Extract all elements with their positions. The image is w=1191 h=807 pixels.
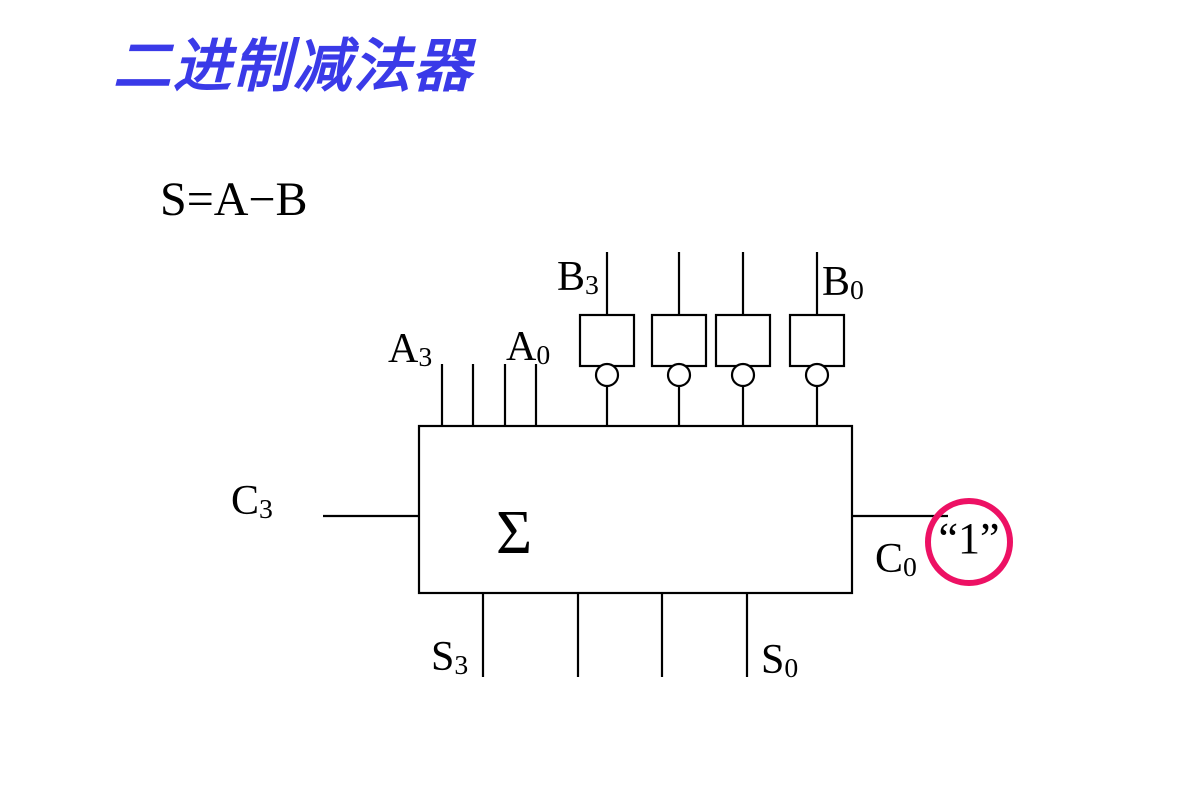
label-text: S (431, 634, 455, 680)
inverter-bubble-1 (730, 362, 756, 388)
label-text: C (231, 478, 260, 524)
label-s3: S3 (431, 636, 468, 678)
label-b0: B0 (822, 261, 864, 303)
slide-title: 二进制减法器 (113, 34, 474, 99)
inverter-box-2 (650, 313, 708, 368)
label-text: B (557, 254, 586, 300)
sigma-symbol: Σ (496, 499, 533, 567)
highlight-circle (925, 498, 1013, 586)
label-c3: C3 (231, 480, 273, 522)
label-b3: B3 (557, 256, 599, 298)
carry-in-value: “1” (938, 514, 1000, 563)
adder-box (417, 424, 854, 595)
label-subscript: 3 (418, 340, 433, 372)
label-a3: A3 (388, 328, 432, 370)
inverter-box-1 (714, 313, 772, 368)
inverter-bubble-0 (804, 362, 830, 388)
label-text: A (388, 326, 419, 372)
inverter-bubble-3 (594, 362, 620, 388)
label-text: C (875, 536, 904, 582)
label-c0: C0 (875, 538, 917, 580)
label-subscript: 0 (784, 651, 799, 683)
label-a0: A0 (506, 326, 550, 368)
label-text: B (822, 259, 851, 305)
label-subscript: 0 (903, 550, 917, 582)
inverter-bubble-2 (666, 362, 692, 388)
inverter-box-3 (578, 313, 636, 368)
label-text: S (761, 637, 785, 683)
label-subscript: 3 (585, 268, 599, 300)
label-subscript: 0 (850, 273, 864, 305)
label-s0: S0 (761, 639, 798, 681)
inverter-box-0 (788, 313, 846, 368)
label-subscript: 0 (536, 338, 551, 370)
label-text: A (506, 324, 537, 370)
subtraction-formula: S=A−B (160, 173, 308, 226)
label-subscript: 3 (259, 492, 273, 524)
label-subscript: 3 (454, 648, 469, 680)
